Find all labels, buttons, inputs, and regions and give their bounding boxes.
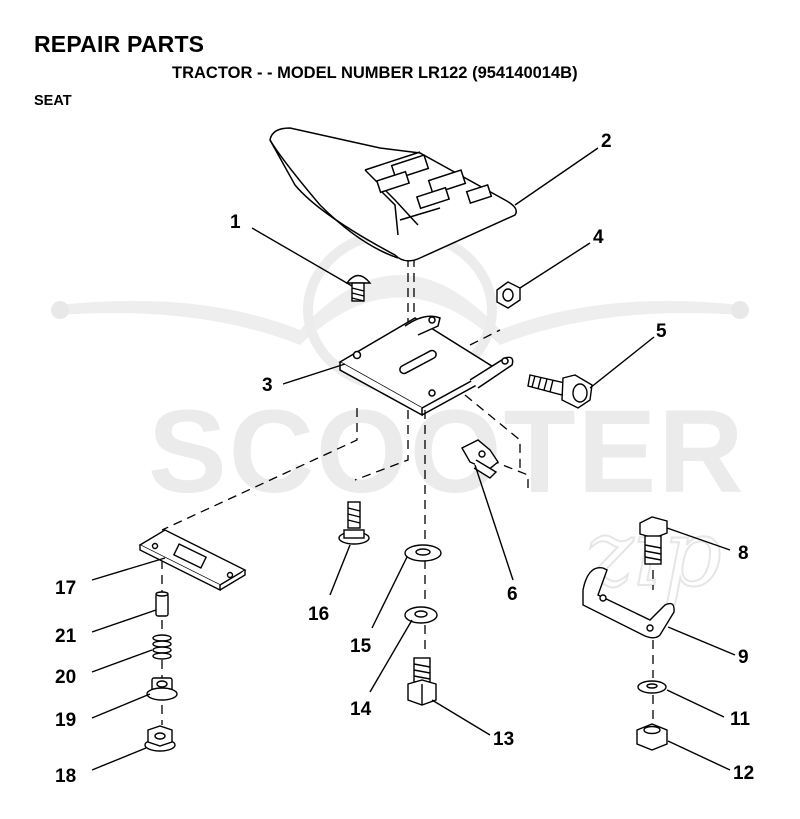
pin-part	[155, 591, 169, 617]
right-bracket-part	[582, 566, 675, 639]
callout-5: 5	[656, 321, 667, 342]
hex-nut-part-4	[496, 281, 521, 309]
callout-12: 12	[733, 763, 754, 784]
section-label: SEAT	[34, 93, 72, 109]
callout-17: 17	[55, 578, 76, 599]
callout-3: 3	[262, 375, 273, 396]
knob-part	[146, 677, 178, 701]
callout-19: 19	[55, 710, 76, 731]
callout-9: 9	[738, 647, 749, 668]
callout-16: 16	[308, 604, 329, 625]
callout-13: 13	[493, 729, 514, 750]
callout-6: 6	[507, 584, 518, 605]
callout-4: 4	[593, 227, 604, 248]
slide-plate-part	[138, 529, 247, 592]
leader-lines	[91, 147, 736, 771]
lock-washer-part	[404, 606, 438, 624]
lock-nut-part-12	[636, 723, 668, 751]
model-subtitle: TRACTOR - - MODEL NUMBER LR122 (95414001…	[172, 64, 578, 82]
callout-14: 14	[350, 699, 372, 720]
carriage-bolt-part	[345, 274, 372, 302]
spring-part	[152, 634, 172, 660]
shoulder-bolt-part	[527, 374, 593, 409]
seat-part	[269, 127, 517, 262]
hex-bolt-part-8	[639, 516, 668, 565]
clip-part	[461, 439, 499, 479]
callout-1: 1	[230, 212, 241, 233]
page-title: REPAIR PARTS	[34, 31, 205, 57]
flat-washer-part	[404, 544, 442, 562]
flange-nut-part	[144, 725, 176, 752]
callout-labels: 1 2 3 4 5 6 8 9 11 12 13 14 15 16 17 18 …	[55, 131, 754, 787]
hex-bolt-part-13	[407, 657, 437, 706]
washer-part-11	[637, 680, 667, 694]
watermark-text: SCOOTER	[148, 386, 746, 518]
callout-2: 2	[601, 131, 612, 152]
callout-18: 18	[55, 766, 76, 787]
callout-8: 8	[738, 543, 749, 564]
callout-20: 20	[55, 667, 76, 688]
callout-21: 21	[55, 626, 77, 647]
flange-bolt-part	[338, 501, 370, 545]
callout-11: 11	[730, 709, 751, 730]
callout-15: 15	[350, 636, 372, 657]
